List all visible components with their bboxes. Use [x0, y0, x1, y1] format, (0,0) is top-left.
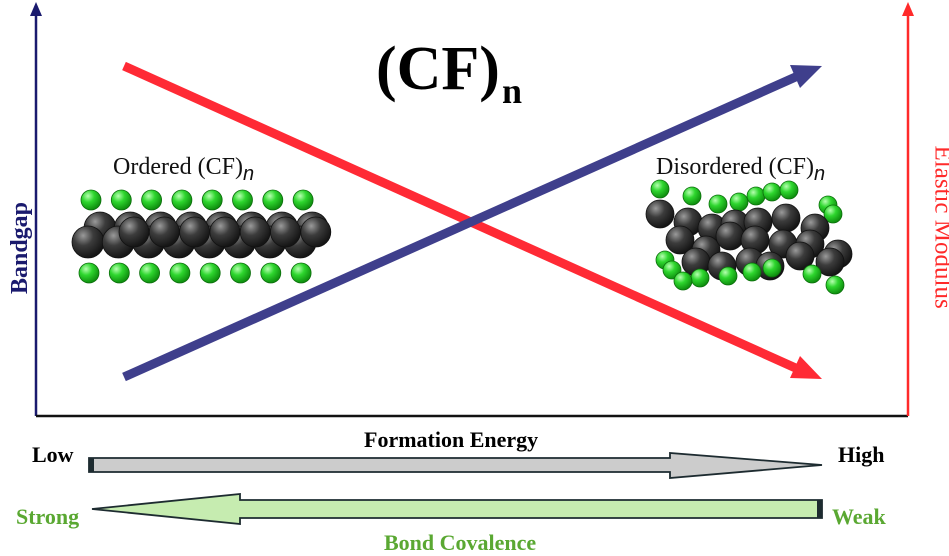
ordered-structure-label: Ordered (CF)n	[113, 155, 254, 179]
carbon-atom	[240, 217, 270, 247]
carbon-atom	[72, 226, 104, 258]
right-axis	[902, 2, 914, 416]
low-energy-label: Low	[32, 442, 74, 468]
carbon-atom	[119, 217, 149, 247]
carbon-atom	[301, 217, 331, 247]
fluorine-atom	[674, 272, 692, 290]
carbon-atom	[149, 217, 179, 247]
fluorine-atom	[291, 263, 311, 283]
fluorine-atom	[719, 267, 737, 285]
formation-energy-arrow	[89, 453, 822, 478]
fluorine-atom	[79, 263, 99, 283]
disordered-cf-structure	[646, 180, 852, 294]
fluorine-atom	[709, 195, 727, 213]
fluorine-atom	[293, 190, 313, 210]
fluorine-atom	[747, 187, 765, 205]
fluorine-atom	[140, 263, 160, 283]
fluorine-atom	[109, 263, 129, 283]
strong-covalence-label: Strong	[16, 504, 79, 530]
right-axis-arrowhead-icon	[902, 2, 914, 16]
weak-covalence-label: Weak	[832, 504, 886, 530]
carbon-atom	[716, 222, 744, 250]
elastic-modulus-axis-label: Elastic Modulus	[931, 146, 949, 296]
disordered-structure-label: Disordered (CF)n	[656, 155, 825, 179]
carbon-atom	[772, 204, 800, 232]
fluorine-atom	[651, 180, 669, 198]
fluorine-atom	[263, 190, 283, 210]
diagram-title: (CF)n	[376, 38, 522, 100]
fluorine-atom	[763, 259, 781, 277]
fluorine-atom	[111, 190, 131, 210]
carbon-atom	[180, 217, 210, 247]
fluorine-atom	[683, 187, 701, 205]
fluorine-atom	[691, 269, 709, 287]
carbon-atom	[271, 217, 301, 247]
fluorine-atom	[170, 263, 190, 283]
fluorine-atom	[730, 193, 748, 211]
high-energy-label: High	[838, 442, 884, 468]
fluorine-atom	[780, 181, 798, 199]
fluorine-atom	[261, 263, 281, 283]
carbon-atom	[210, 217, 240, 247]
left-axis-arrowhead-icon	[30, 2, 42, 16]
bandgap-axis-label: Bandgap	[8, 198, 32, 298]
bond-covalence-label: Bond Covalence	[384, 530, 536, 556]
fluorine-atom	[763, 183, 781, 201]
fluorine-atom	[142, 190, 162, 210]
carbon-atom	[646, 200, 674, 228]
fluorine-atom	[826, 276, 844, 294]
fluorine-atom	[81, 190, 101, 210]
formation-energy-label: Formation Energy	[364, 427, 538, 453]
fluorine-atom	[202, 190, 222, 210]
fluorine-atom	[172, 190, 192, 210]
bond-covalence-arrow	[92, 494, 822, 524]
fluorine-atom	[200, 263, 220, 283]
ordered-cf-structure	[72, 190, 331, 283]
fluorine-atom	[231, 263, 251, 283]
fluorine-atom	[233, 190, 253, 210]
fluorine-atom	[803, 265, 821, 283]
fluorine-atom	[743, 263, 761, 281]
